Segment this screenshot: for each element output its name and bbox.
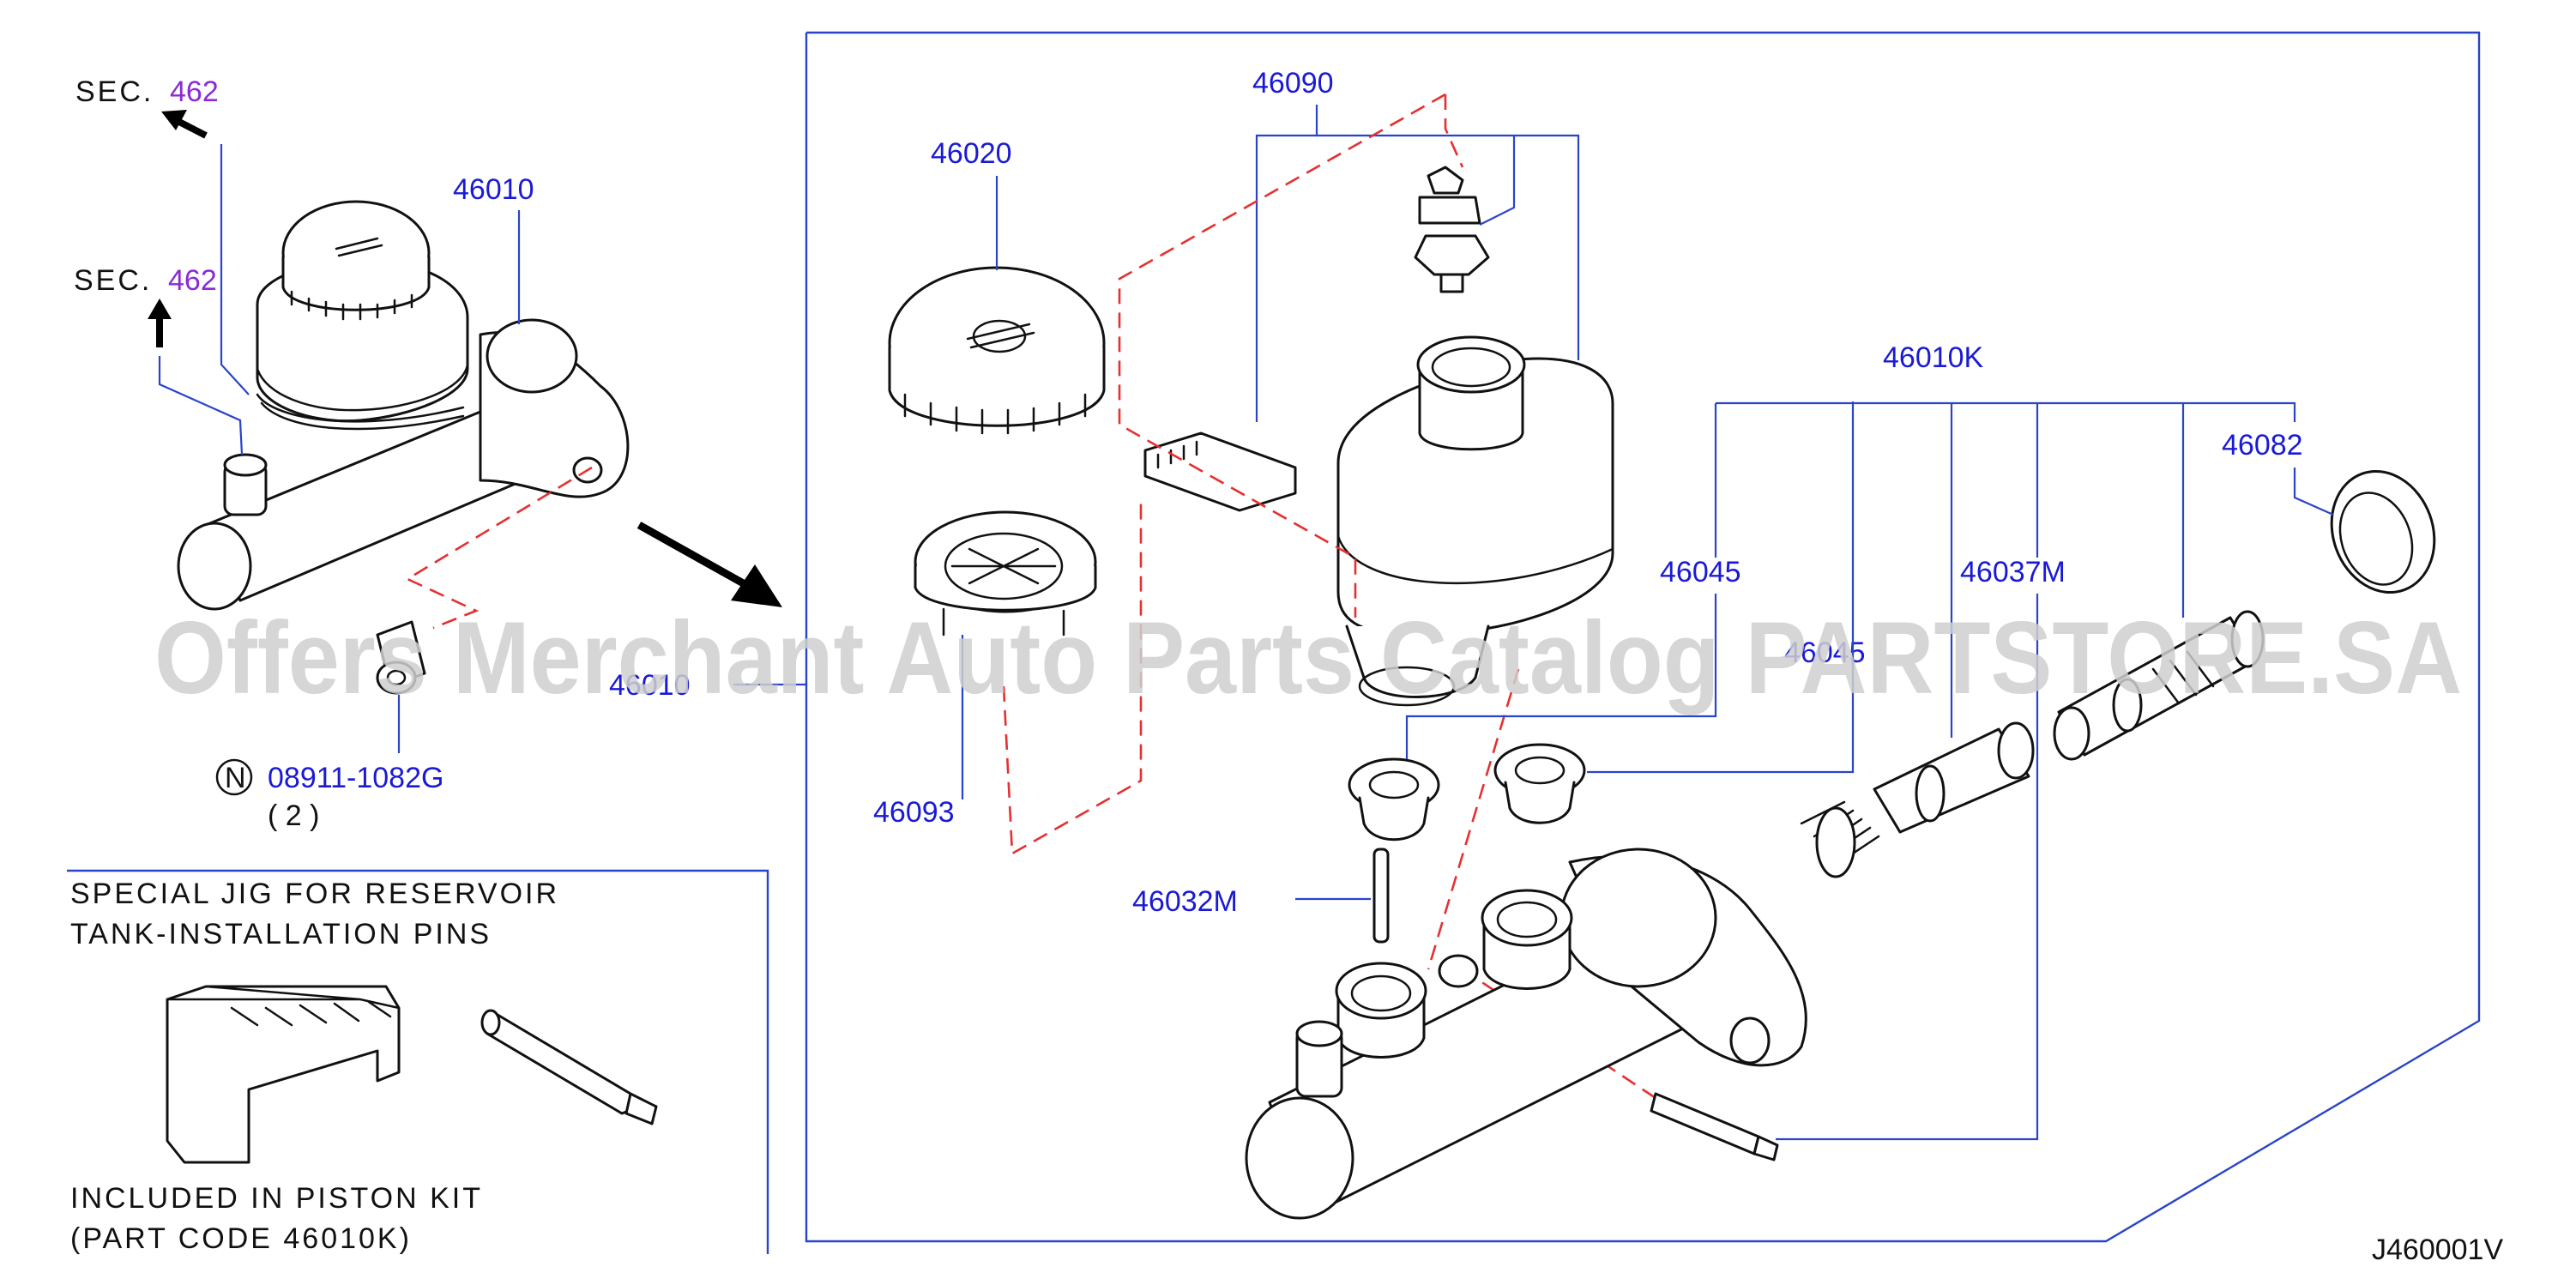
retainer-clip-46090[interactable] — [1143, 431, 1297, 512]
grommet-46045-b[interactable] — [1493, 743, 1586, 824]
leader-46045-b — [1587, 401, 1855, 774]
piston-primary[interactable] — [2053, 610, 2265, 761]
jig-line-4: (PART CODE 46010K) — [70, 1222, 412, 1255]
master-cylinder-assembly[interactable] — [177, 200, 630, 611]
reservoir-cap-46020[interactable] — [888, 266, 1106, 435]
fastener-dash-line — [405, 466, 593, 630]
part-label-46010-small[interactable]: 46010 — [609, 669, 691, 702]
explode-arrow — [636, 522, 782, 607]
sec-top-leader — [220, 144, 250, 395]
part-label-46045-b[interactable]: 46045 — [1784, 636, 1866, 669]
fastener-bolt[interactable] — [376, 620, 426, 695]
spring-secondary[interactable] — [1800, 721, 2035, 878]
part-label-46010k[interactable]: 46010K — [1883, 341, 1984, 374]
fastener-quantity: ( 2 ) — [268, 799, 319, 832]
leader-46090-fit — [1479, 136, 1516, 226]
sec-arrow-mid — [148, 299, 172, 347]
jig-box-frame — [67, 869, 769, 1254]
part-label-46090[interactable]: 46090 — [1252, 67, 1334, 100]
part-label-46010[interactable]: 46010 — [453, 173, 534, 206]
pin-46032m[interactable] — [1372, 848, 1390, 944]
pin-46037m[interactable] — [1650, 1092, 1779, 1161]
jig-pin — [480, 1009, 658, 1125]
dash-cap-to-body — [1118, 93, 1446, 618]
svg-text:N: N — [225, 762, 246, 794]
sec-arrow-top — [161, 110, 208, 139]
leader-46010k-bar — [1716, 401, 2296, 422]
part-label-46093[interactable]: 46093 — [873, 796, 955, 829]
leader-46045-a — [1405, 594, 1717, 759]
diagram-code: J460001V — [2372, 1234, 2503, 1266]
jig-line-3: INCLUDED IN PISTON KIT — [70, 1182, 483, 1215]
part-label-46082[interactable]: 46082 — [2222, 429, 2303, 462]
sec-link-mid[interactable]: 462 — [168, 264, 217, 297]
grommet-46045-a[interactable] — [1348, 757, 1440, 842]
dash-strainer-to-body — [1002, 498, 1143, 856]
jig-line-2: TANK-INSTALLATION PINS — [70, 918, 492, 950]
sec-mid-leader — [158, 356, 244, 456]
watermark: Offers Merchant Auto Parts Catalog PARTS… — [154, 600, 2462, 715]
leader-46037m — [1776, 594, 2039, 1141]
reservoir-tank-46090[interactable] — [1336, 335, 1614, 707]
fitting-46090[interactable] — [1414, 166, 1490, 293]
leader-46082 — [2293, 468, 2334, 516]
exploded-view-frame — [805, 31, 2481, 1243]
jig-tool — [166, 985, 401, 1164]
part-label-46037m[interactable]: 46037M — [1960, 556, 2066, 588]
part-label-46032m[interactable]: 46032M — [1132, 885, 1238, 918]
leader-46090-right — [1317, 134, 1580, 360]
seal-ring-46082[interactable] — [2315, 457, 2451, 607]
n-marker: N — [215, 758, 253, 796]
sec-link-top[interactable]: 462 — [170, 75, 219, 108]
leader-46090-top — [1255, 105, 1318, 422]
strainer-46093[interactable] — [914, 510, 1097, 636]
jig-line-1: SPECIAL JIG FOR RESERVOIR — [70, 878, 559, 910]
sec-label-top-prefix: SEC. — [75, 75, 154, 108]
part-label-46045-a[interactable]: 46045 — [1660, 556, 1741, 588]
part-label-fastener[interactable]: 08911-1082G — [268, 762, 443, 794]
cylinder-body[interactable] — [1245, 848, 1807, 1220]
sec-label-mid-prefix: SEC. — [74, 264, 152, 297]
part-label-46020[interactable]: 46020 — [931, 137, 1012, 170]
dash-pin-hole — [1444, 94, 1464, 168]
dash-reservoir-to-cylinder — [1427, 668, 1520, 970]
